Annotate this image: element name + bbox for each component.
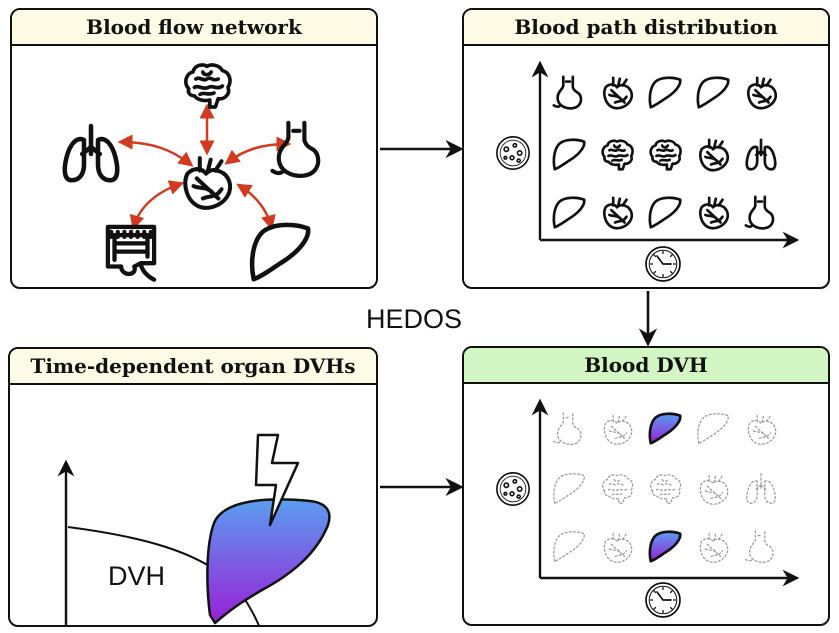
stomach-icon xyxy=(554,413,581,444)
path-distribution-plot xyxy=(464,60,800,289)
heart-icon xyxy=(700,140,727,170)
lungs-icon xyxy=(747,140,776,169)
panel-time-dependent-organ-dvhs: Time-dependent organ DVHs DVH xyxy=(8,347,378,627)
panel-title: Blood DVH xyxy=(464,348,828,384)
panel-blood-flow-network: Blood flow network xyxy=(10,8,378,289)
hedos-label: HEDOS xyxy=(366,304,463,334)
heart-icon xyxy=(604,414,631,444)
panel-title: Time-dependent organ DVHs xyxy=(10,349,376,385)
dvh-curve-label: DVH xyxy=(108,561,166,591)
panel-body: DVH xyxy=(10,385,376,625)
brain-icon xyxy=(186,65,230,107)
lightning-icon xyxy=(254,433,300,527)
flow-arrow-stomach xyxy=(224,136,292,165)
liver-icon xyxy=(698,78,728,107)
organ-grid xyxy=(554,77,776,228)
brain-icon xyxy=(603,141,633,170)
liver-icon xyxy=(650,198,680,227)
heart-icon xyxy=(700,198,727,228)
clock-icon xyxy=(646,583,680,617)
brain-icon xyxy=(651,141,681,170)
stomach-icon xyxy=(554,77,581,108)
liver-icon xyxy=(554,532,584,561)
heart-icon xyxy=(604,532,631,562)
heart-icon xyxy=(748,78,775,108)
stomach-icon xyxy=(272,123,318,176)
liver-icon xyxy=(698,414,728,443)
path-axes xyxy=(531,60,800,249)
flow-arrow-lungs xyxy=(117,134,194,167)
liver-icon xyxy=(554,474,584,503)
liver-icon xyxy=(252,225,308,279)
intestine-icon xyxy=(108,227,154,280)
blood-dvh-plot xyxy=(464,398,800,626)
stomach-icon xyxy=(746,531,773,562)
blood-cell-icon xyxy=(497,473,529,505)
liver-highlight-icon xyxy=(650,414,680,443)
flow-arrows xyxy=(117,103,292,231)
heart-icon xyxy=(604,198,631,228)
dvh-axes xyxy=(57,459,75,625)
heart-icon xyxy=(185,158,230,208)
liver-highlight-icon xyxy=(650,532,680,561)
heart-icon xyxy=(700,532,727,562)
clock-icon xyxy=(646,247,680,281)
heart-icon xyxy=(700,474,727,504)
organ-grid-highlighted xyxy=(650,414,680,561)
lungs-icon xyxy=(65,126,118,180)
liver-dose-shape xyxy=(206,498,331,625)
heart-icon xyxy=(604,78,631,108)
organ-dvh-plot xyxy=(57,433,331,625)
brain-icon xyxy=(651,475,681,504)
panel-title: Blood flow network xyxy=(12,10,376,46)
panel-body xyxy=(464,46,828,287)
stomach-icon xyxy=(746,197,773,228)
panel-body xyxy=(12,46,376,287)
panel-title: Blood path distribution xyxy=(464,10,828,46)
flow-arrow-liver xyxy=(236,183,276,231)
heart-icon xyxy=(748,414,775,444)
brain-icon xyxy=(603,475,633,504)
blood-cell-icon xyxy=(497,137,529,169)
flow-network-diagram xyxy=(12,46,378,289)
liver-icon xyxy=(554,198,584,227)
blood-axes xyxy=(531,398,800,587)
panel-blood-path-distribution: Blood path distribution xyxy=(462,8,830,289)
lungs-icon xyxy=(747,474,776,503)
liver-icon xyxy=(650,78,680,107)
flow-arrow-intestine xyxy=(129,180,185,231)
panel-body xyxy=(464,384,828,624)
panel-blood-dvh: Blood DVH xyxy=(462,346,830,626)
liver-icon xyxy=(554,140,584,169)
